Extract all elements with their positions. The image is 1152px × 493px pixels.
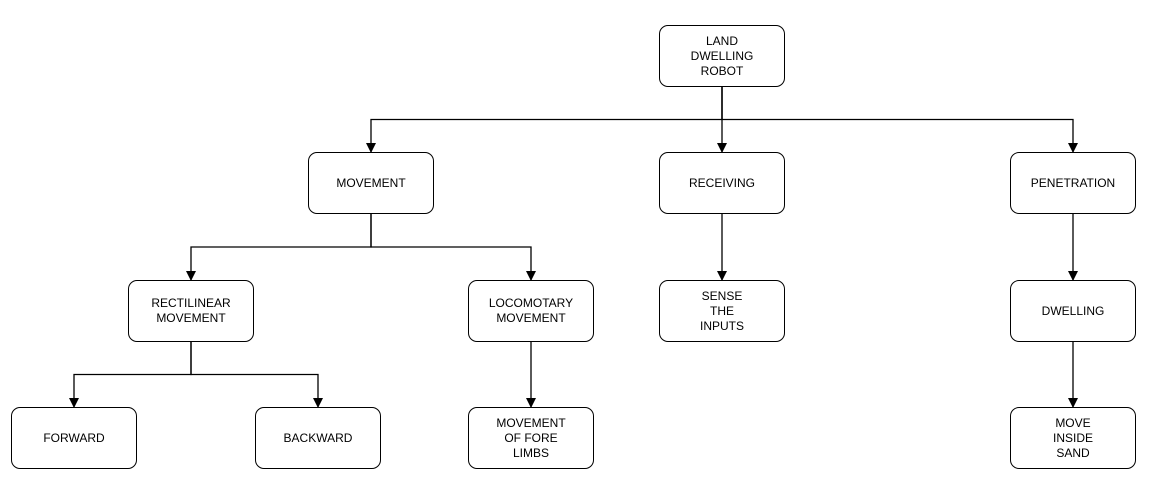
node-label: MOVEMENT xyxy=(336,175,406,190)
connector-movement-to-rectilinear xyxy=(186,214,372,281)
connector-root-to-movement xyxy=(366,87,723,153)
connector-rectilinear-to-backward xyxy=(190,342,323,408)
node-penetration: PENETRATION xyxy=(1010,152,1136,214)
connector-movement-to-locomotary xyxy=(370,214,536,281)
node-sense-the-inputs: SENSE THE INPUTS xyxy=(659,280,785,342)
node-move-inside-sand: MOVE INSIDE SAND xyxy=(1010,407,1136,469)
node-backward: BACKWARD xyxy=(255,407,381,469)
connector-rectilinear-to-forward xyxy=(69,342,192,408)
node-dwelling: DWELLING xyxy=(1010,280,1136,342)
node-label: MOVE INSIDE SAND xyxy=(1052,415,1093,460)
node-label: MOVEMENT OF FORE LIMBS xyxy=(496,415,566,460)
node-label: LOCOMOTARY MOVEMENT xyxy=(488,296,574,325)
node-movement: MOVEMENT xyxy=(308,152,434,214)
node-label: PENETRATION xyxy=(1030,175,1116,190)
node-label: RECTILINEAR MOVEMENT xyxy=(151,296,231,325)
node-rectilinear-movement: RECTILINEAR MOVEMENT xyxy=(128,280,254,342)
node-label: RECEIVING xyxy=(688,175,755,190)
node-movement-of-fore-limbs: MOVEMENT OF FORE LIMBS xyxy=(468,407,594,469)
node-land-dwelling-robot: LAND DWELLING ROBOT xyxy=(659,25,785,87)
node-label: LAND DWELLING ROBOT xyxy=(690,33,754,78)
node-forward: FORWARD xyxy=(11,407,137,469)
node-label: DWELLING xyxy=(1041,303,1105,318)
node-receiving: RECEIVING xyxy=(659,152,785,214)
connector-root-to-penetration xyxy=(721,87,1078,153)
node-label: FORWARD xyxy=(43,430,105,445)
node-label: SENSE THE INPUTS xyxy=(699,288,744,333)
node-label: BACKWARD xyxy=(283,430,353,445)
node-locomotary-movement: LOCOMOTARY MOVEMENT xyxy=(468,280,594,342)
